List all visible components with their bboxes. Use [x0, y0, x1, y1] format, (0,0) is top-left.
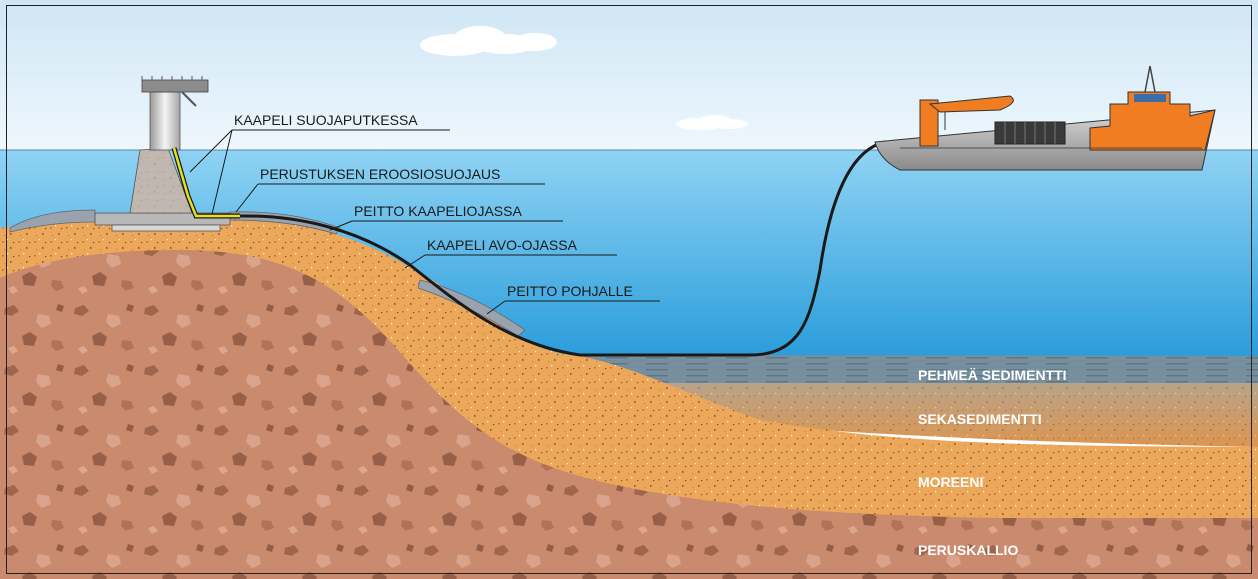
- subsea-cable: [239, 140, 886, 357]
- label-mixed-sediment: SEKASEDIMENTTI: [918, 411, 1042, 427]
- label-bedrock: PERUSKALLIO: [918, 542, 1018, 558]
- label-moraine: MOREENI: [918, 474, 983, 490]
- callout-cable-in-protective-pipe: KAAPELI SUOJAPUTKESSA: [234, 112, 418, 128]
- cloud-right: [676, 115, 748, 130]
- leader-lines: [189, 129, 660, 315]
- callout-cover-in-cable-trench: PEITTO KAAPELIOJASSA: [354, 203, 522, 219]
- turbine-foundation: [94, 76, 231, 232]
- cable-laying-ship: [874, 65, 1216, 171]
- callout-foundation-erosion-protection: PERUSTUKSEN EROOSIOSUOJAUS: [260, 166, 500, 182]
- cloud-left: [420, 26, 557, 56]
- label-soft-sediment: PEHMEÄ SEDIMENTTI: [918, 367, 1067, 383]
- callout-cable-in-open-trench: KAAPELI AVO-OJASSA: [427, 237, 578, 253]
- diagram-frame: [6, 5, 1252, 574]
- callout-cover-on-seabed: PEITTO POHJALLE: [507, 283, 633, 299]
